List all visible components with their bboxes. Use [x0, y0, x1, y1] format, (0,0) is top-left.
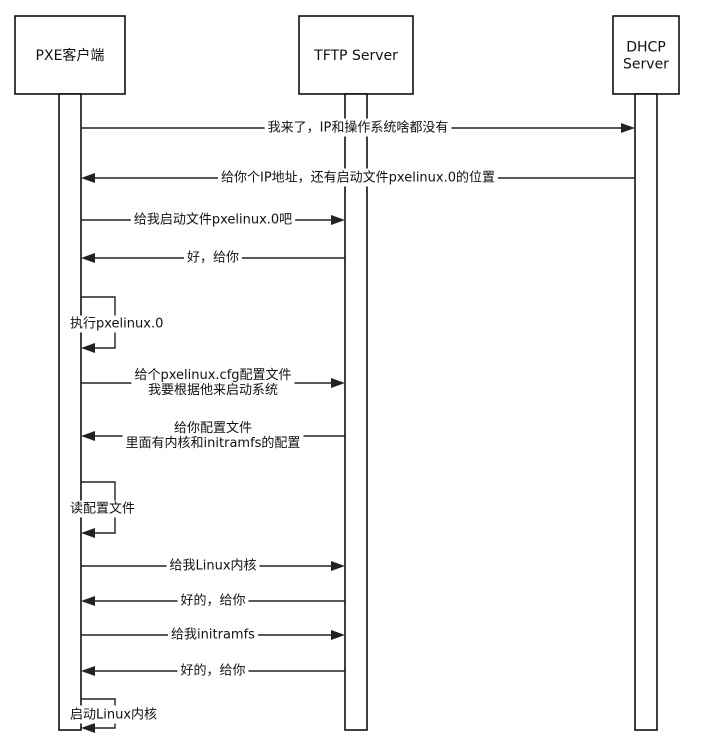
- participant-box: [298, 15, 414, 95]
- message-label: 给我启动文件pxelinux.0吧: [134, 213, 292, 228]
- message-label: 好，给你: [187, 251, 239, 266]
- participant-box: [612, 15, 680, 95]
- participant-label: TFTP Server: [313, 48, 398, 64]
- label-background: [67, 705, 161, 724]
- label-background: [166, 556, 260, 575]
- message-label: 好的，给你: [180, 593, 245, 609]
- message-2: 给我启动文件pxelinux.0吧: [81, 211, 345, 229]
- participant-label: Server: [623, 57, 669, 73]
- arrow-head: [81, 431, 95, 441]
- message-label: 里面有内核和initramfs的配置: [126, 435, 301, 451]
- arrow-head: [331, 378, 345, 388]
- lifeline-tftp: [344, 93, 368, 731]
- lifeline-dhcp: [634, 93, 658, 731]
- arrow-head: [81, 666, 95, 676]
- message-9: 好的，给你: [81, 591, 345, 610]
- label-background: [217, 168, 499, 187]
- label-background: [67, 500, 139, 518]
- label-background: [130, 211, 296, 229]
- label-background: [168, 626, 259, 644]
- lifeline-pxe: [58, 93, 82, 731]
- arrow-head: [331, 215, 345, 225]
- message-label: 给我Linux内核: [169, 558, 256, 574]
- participant-box: [14, 15, 126, 95]
- participant-label: PXE客户端: [36, 47, 105, 64]
- message-label: 给我initramfs: [171, 628, 255, 643]
- message-4: 执行pxelinux.0: [67, 296, 167, 353]
- message-12: 启动Linux内核: [67, 698, 161, 733]
- arrow-head: [81, 596, 95, 606]
- message-3: 好，给你: [81, 249, 345, 267]
- message-8: 给我Linux内核: [81, 556, 345, 575]
- message-label: 启动Linux内核: [70, 707, 157, 723]
- label-background: [177, 591, 249, 610]
- message-label: 好的，给你: [180, 663, 245, 679]
- label-background: [131, 367, 295, 384]
- arrow-head: [331, 630, 345, 640]
- arrow-head: [81, 723, 95, 733]
- message-1: 给你个IP地址，还有启动文件pxelinux.0的位置: [81, 168, 635, 187]
- participant-label: DHCP: [626, 40, 666, 56]
- arrow-head: [81, 253, 95, 263]
- arrow-head: [331, 561, 345, 571]
- message-11: 好的，给你: [81, 661, 345, 680]
- label-background: [144, 382, 282, 399]
- label-background: [264, 118, 452, 137]
- label-background: [177, 661, 249, 680]
- message-label: 我来了，IP和操作系统啥都没有: [268, 120, 449, 136]
- message-label: 我要根据他来启动系统: [148, 383, 278, 398]
- arrow-head: [621, 123, 635, 133]
- arrow-head: [81, 173, 95, 183]
- message-label: 读配置文件: [70, 502, 135, 517]
- participant-pxe: PXE客户端: [14, 15, 126, 95]
- message-label: 给你配置文件: [174, 421, 252, 436]
- label-background: [67, 315, 167, 333]
- message-0: 我来了，IP和操作系统啥都没有: [81, 118, 635, 137]
- label-background: [122, 434, 304, 452]
- message-7: 读配置文件: [67, 481, 139, 538]
- arrow-head: [81, 528, 95, 538]
- message-10: 给我initramfs: [81, 626, 345, 644]
- arrow-head: [81, 343, 95, 353]
- message-label: 给你个IP地址，还有启动文件pxelinux.0的位置: [221, 170, 495, 186]
- label-background: [183, 249, 243, 267]
- message-label: 给个pxelinux.cfg配置文件: [134, 368, 291, 383]
- participant-tftp: TFTP Server: [298, 15, 414, 95]
- message-label: 执行pxelinux.0: [70, 317, 163, 332]
- label-background: [170, 420, 256, 437]
